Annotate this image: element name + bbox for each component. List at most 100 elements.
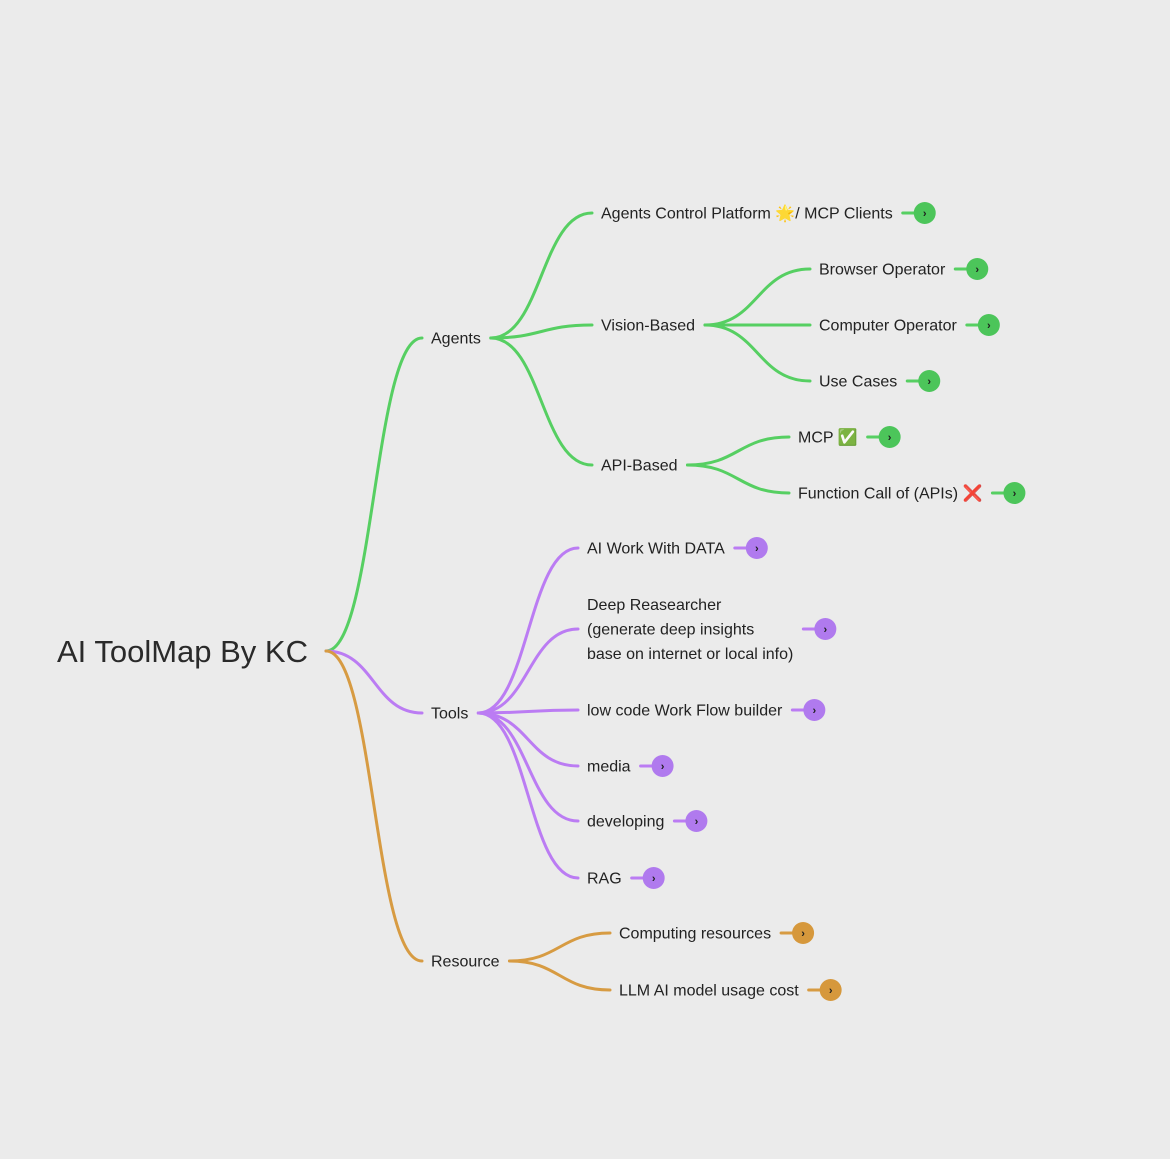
tools-edge [324, 649, 424, 715]
node-browser-operator[interactable]: Browser Operator [819, 262, 946, 279]
node-use-cases[interactable]: Use Cases [819, 374, 897, 391]
node-browser-operator-label: Browser Operator [819, 262, 946, 279]
node-mcp-expand-button-bg [878, 426, 901, 448]
chevron-right-icon: › [801, 928, 805, 940]
mind-map-edges [324, 211, 1006, 992]
node-agents-control-platform[interactable]: Agents Control Platform 🌟/ MCP Clients [601, 204, 893, 223]
chevron-right-icon: › [927, 376, 931, 388]
node-llm-usage-cost-expand-button-bg [819, 979, 842, 1001]
ai-work-with-data-edge [476, 546, 580, 715]
mcp-edge [685, 435, 791, 467]
node-developing[interactable]: developing [587, 814, 664, 831]
node-llm-usage-cost-label: LLM AI model usage cost [619, 983, 799, 1000]
node-low-code-workflow-label: low code Work Flow builder [587, 703, 783, 720]
node-api-based[interactable]: API-Based [601, 458, 677, 475]
node-llm-usage-cost[interactable]: LLM AI model usage cost [619, 983, 799, 1000]
chevron-right-icon: › [661, 761, 665, 773]
node-mcp[interactable]: MCP ✅ [798, 428, 858, 447]
agents-edge [324, 336, 424, 653]
node-browser-operator-expand-button-bg [966, 258, 989, 280]
node-use-cases-label: Use Cases [819, 374, 897, 391]
chevron-right-icon: › [987, 320, 991, 332]
chevron-right-icon: › [813, 705, 817, 717]
node-api-based-label: API-Based [601, 458, 677, 475]
node-media-label: media [587, 759, 631, 776]
branch-tools-label[interactable]: Tools [431, 706, 468, 723]
node-computing-resources[interactable]: Computing resources [619, 926, 771, 943]
node-ai-work-with-data-expand-button[interactable]: › [745, 537, 768, 559]
node-computing-resources-expand-button[interactable]: › [792, 922, 815, 944]
node-ai-work-with-data[interactable]: AI Work With DATA [587, 541, 725, 558]
node-deep-researcher-label: (generate deep insights [587, 622, 754, 639]
node-use-cases-expand-button[interactable]: › [918, 370, 941, 392]
node-computer-operator[interactable]: Computer Operator [819, 318, 958, 335]
node-computing-resources-expand-button-bg [792, 922, 815, 944]
node-computer-operator-expand-button-bg [977, 314, 1000, 336]
deep-researcher-edge [476, 627, 580, 715]
node-computer-operator-expand-button[interactable]: › [977, 314, 1000, 336]
node-function-call-label: Function Call of (APIs) ❌ [798, 484, 982, 503]
llm-usage-cost-edge [507, 959, 612, 992]
developing-edge [476, 711, 580, 823]
use-cases-edge [703, 323, 812, 383]
node-ai-work-with-data-label: AI Work With DATA [587, 541, 725, 558]
mind-map-nodes: AI ToolMap By KC Agents Agents Control Pl… [57, 202, 1026, 1001]
node-computer-operator-label: Computer Operator [819, 318, 958, 335]
chevron-right-icon: › [888, 432, 892, 444]
agents-control-platform-edge [489, 211, 594, 340]
root-topic[interactable]: AI ToolMap By KC [57, 634, 308, 669]
node-rag-expand-button[interactable]: › [642, 867, 665, 889]
node-deep-researcher-label: base on internet or local info) [587, 646, 793, 663]
node-vision-based[interactable]: Vision-Based [601, 318, 695, 335]
node-function-call[interactable]: Function Call of (APIs) ❌ [798, 484, 982, 503]
computing-resources-edge [507, 931, 612, 963]
node-deep-researcher-expand-button[interactable]: › [814, 618, 837, 640]
node-media-expand-button-bg [651, 755, 674, 777]
node-media[interactable]: media [587, 759, 631, 776]
resource-edge [324, 649, 424, 963]
node-vision-based-label: Vision-Based [601, 318, 695, 335]
rag-edge [476, 711, 580, 880]
chevron-right-icon: › [652, 873, 656, 885]
node-deep-researcher-label: Deep Reasearcher [587, 597, 722, 614]
branch-resource-label[interactable]: Resource [431, 954, 500, 971]
node-rag[interactable]: RAG [587, 871, 622, 888]
chevron-right-icon: › [695, 816, 699, 828]
chevron-right-icon: › [829, 985, 833, 997]
node-developing-label: developing [587, 814, 664, 831]
node-developing-expand-button[interactable]: › [685, 810, 708, 832]
function-call-edge [685, 463, 791, 495]
node-function-call-expand-button[interactable]: › [1003, 482, 1026, 504]
chevron-right-icon: › [755, 543, 759, 555]
node-computing-resources-label: Computing resources [619, 926, 771, 943]
node-agents-control-platform-label: Agents Control Platform 🌟/ MCP Clients [601, 204, 893, 223]
node-developing-expand-button-bg [685, 810, 708, 832]
chevron-right-icon: › [923, 208, 927, 220]
node-low-code-workflow[interactable]: low code Work Flow builder [587, 703, 783, 720]
node-mcp-label: MCP ✅ [798, 428, 858, 447]
browser-operator-edge [703, 267, 812, 327]
branch-agents-label[interactable]: Agents [431, 331, 481, 348]
low-code-workflow-edge [476, 708, 580, 715]
node-rag-label: RAG [587, 871, 622, 888]
node-agents-control-platform-expand-button-bg [913, 202, 936, 224]
node-low-code-workflow-expand-button-bg [803, 699, 826, 721]
node-ai-work-with-data-expand-button-bg [745, 537, 768, 559]
node-deep-researcher[interactable]: Deep Reasearcher (generate deep insights b… [587, 597, 793, 663]
node-llm-usage-cost-expand-button[interactable]: › [819, 979, 842, 1001]
node-use-cases-expand-button-bg [918, 370, 941, 392]
node-function-call-expand-button-bg [1003, 482, 1026, 504]
vision-based-edge [489, 323, 594, 340]
node-low-code-workflow-expand-button[interactable]: › [803, 699, 826, 721]
chevron-right-icon: › [824, 624, 828, 636]
chevron-right-icon: › [1013, 488, 1017, 500]
node-browser-operator-expand-button[interactable]: › [966, 258, 989, 280]
node-rag-expand-button-bg [642, 867, 665, 889]
media-edge [476, 711, 580, 768]
node-agents-control-platform-expand-button[interactable]: › [913, 202, 936, 224]
node-mcp-expand-button[interactable]: › [878, 426, 901, 448]
node-deep-researcher-expand-button-bg [814, 618, 837, 640]
chevron-right-icon: › [975, 264, 979, 276]
node-media-expand-button[interactable]: › [651, 755, 674, 777]
